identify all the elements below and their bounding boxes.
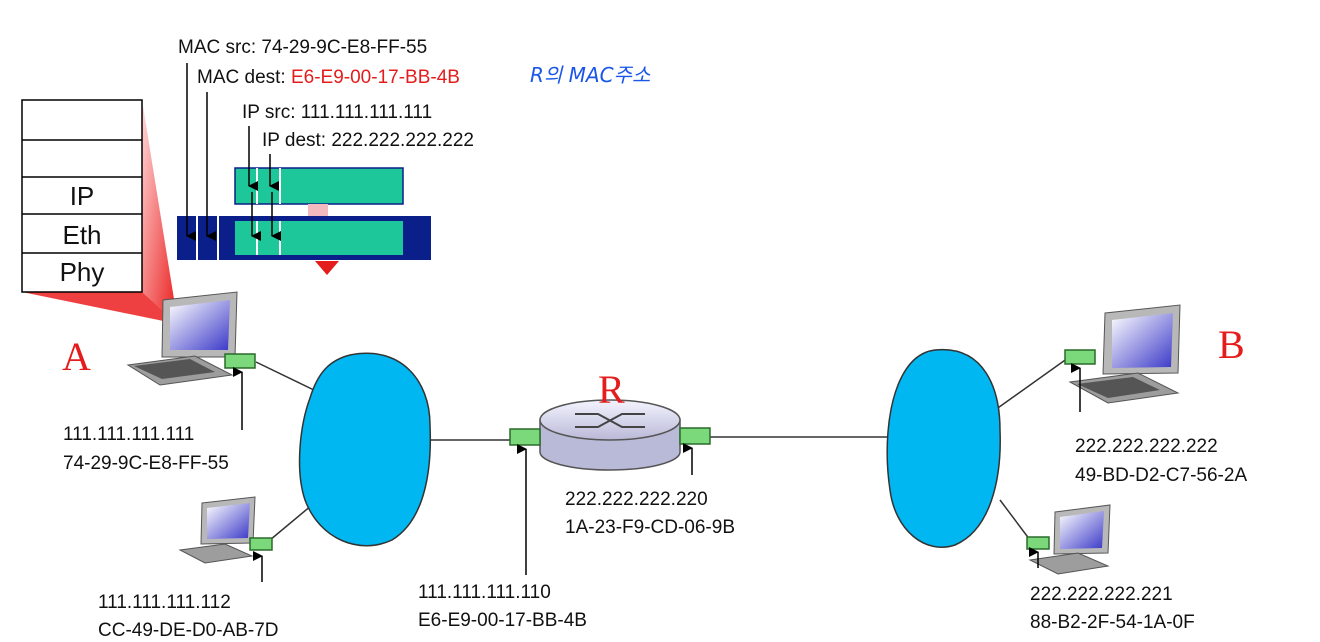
host-a-computer [126, 291, 238, 386]
host-a2-nic [249, 537, 273, 551]
host-b-computer [1068, 304, 1181, 404]
ethernet-frame [177, 216, 431, 260]
links [255, 357, 1069, 541]
router [539, 399, 681, 471]
host-a-mac: 74-29-9C-E8-FF-55 [63, 453, 229, 474]
handwritten-note: R의 MAC주소 [530, 63, 651, 87]
mac-dest-value: E6-E9-00-17-BB-4B [291, 67, 460, 88]
router-left-mac: E6-E9-00-17-BB-4B [418, 610, 587, 631]
host-a2-ip: 111.111.111.112 [98, 592, 231, 613]
router-right-mac: 1A-23-F9-CD-06-9B [565, 517, 735, 538]
router-left-ip: 111.111.111.110 [418, 582, 551, 603]
mac-dest-label: MAC dest: E6-E9-00-17-BB-4B [197, 67, 460, 88]
encapsulation-link [308, 204, 328, 216]
stack-layer-ip: IP [70, 181, 95, 211]
host-b-name: B [1218, 322, 1245, 367]
host-a-nic [224, 353, 256, 369]
host-a-ip: 111.111.111.111 [63, 424, 194, 445]
host-b2-ip: 222.222.222.221 [1030, 584, 1173, 605]
zoom-fan [142, 100, 178, 324]
host-a-name: A [62, 334, 91, 379]
down-triangle [315, 261, 339, 275]
subnet-cloud-left [298, 352, 432, 547]
router-nic-right [679, 427, 711, 445]
ip-src-label: IP src: 111.111.111.111 [242, 102, 432, 123]
host-b-ip: 222.222.222.222 [1075, 436, 1218, 457]
host-b2-nic [1026, 536, 1050, 550]
stack-layer-phy: Phy [60, 257, 105, 287]
mac-src-label: MAC src: 74-29-9C-E8-FF-55 [178, 37, 427, 58]
host-b2-mac: 88-B2-2F-54-1A-0F [1030, 612, 1195, 633]
router-arrows-icon [575, 413, 645, 428]
subnet-cloud-right [886, 349, 1001, 548]
mac-dest-prefix: MAC dest: [197, 67, 291, 88]
protocol-stack: IP Eth Phy [21, 99, 143, 293]
host-b-mac: 49-BD-D2-C7-56-2A [1075, 465, 1247, 486]
ip-dest-label: IP dest: 222.222.222.222 [262, 130, 474, 151]
router-right-ip: 222.222.222.220 [565, 489, 708, 510]
host-b2-computer [1028, 504, 1111, 575]
host-a2-mac: CC-49-DE-D0-AB-7D [98, 620, 279, 641]
router-name: R [598, 367, 625, 412]
host-a2-computer [178, 496, 256, 564]
ip-datagram [234, 167, 404, 205]
router-nic-left [509, 428, 541, 446]
stack-layer-eth: Eth [62, 220, 101, 250]
host-b-nic [1064, 349, 1096, 365]
zoom-fan-lower [22, 292, 178, 324]
